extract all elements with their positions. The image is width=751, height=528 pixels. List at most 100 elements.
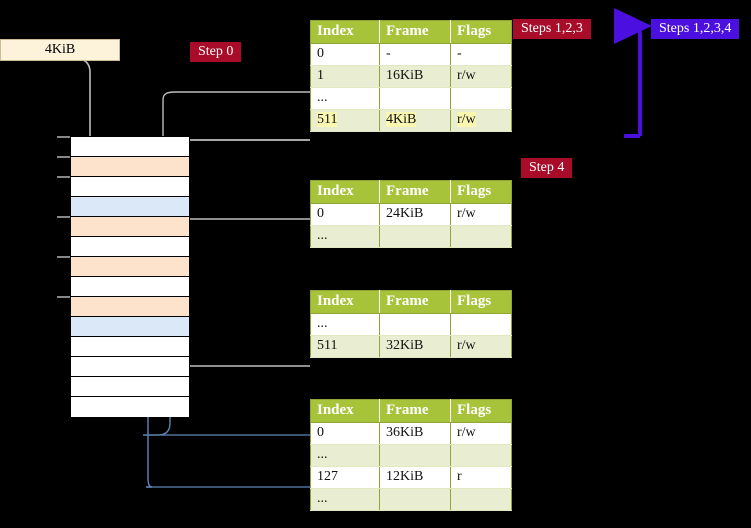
page-table-level-4: Index Frame Flags 0 - - 1 16KiB r/w ... bbox=[310, 20, 512, 132]
cell-flags bbox=[450, 444, 512, 467]
cell-index: 0 bbox=[310, 43, 380, 66]
cell-flags: r/w bbox=[450, 335, 512, 358]
cell-frame bbox=[379, 87, 451, 110]
table-header-row: Index Frame Flags bbox=[310, 399, 512, 423]
cell-frame: 32KiB bbox=[379, 335, 451, 358]
column-header-flags: Flags bbox=[450, 290, 512, 314]
memory-frame bbox=[71, 277, 189, 297]
memory-frame bbox=[71, 397, 189, 417]
cell-index: ... bbox=[310, 444, 380, 467]
cell-flags: r bbox=[450, 466, 512, 489]
column-header-frame: Frame bbox=[379, 290, 451, 314]
column-header-index: Index bbox=[310, 180, 380, 204]
cell-index: 511 bbox=[310, 109, 380, 132]
page-table-level-3: Index Frame Flags 0 24KiB r/w ... bbox=[310, 180, 512, 248]
cell-frame-text: 4KiB bbox=[386, 112, 417, 127]
wire-l3-to-memory bbox=[175, 218, 310, 264]
column-header-index: Index bbox=[310, 399, 380, 423]
cell-flags: r/w bbox=[450, 109, 512, 132]
cell-index: 0 bbox=[310, 422, 380, 445]
cell-frame: - bbox=[379, 43, 451, 66]
table-row: 0 - - bbox=[310, 43, 512, 66]
column-header-flags: Flags bbox=[450, 180, 512, 204]
memory-frame bbox=[71, 197, 189, 217]
cell-frame bbox=[379, 488, 451, 511]
memory-tick bbox=[57, 176, 70, 178]
table-row: 0 24KiB r/w bbox=[310, 203, 512, 226]
cell-index: 0 bbox=[310, 203, 380, 226]
cell-frame bbox=[379, 313, 451, 336]
cell-flags: r/w bbox=[450, 203, 512, 226]
column-header-frame: Frame bbox=[379, 180, 451, 204]
cell-flags: - bbox=[450, 43, 512, 66]
virtual-page-label: 4KiB bbox=[44, 42, 76, 57]
memory-frame bbox=[71, 337, 189, 357]
memory-frame bbox=[71, 137, 189, 157]
memory-frame bbox=[71, 357, 189, 377]
table-header-row: Index Frame Flags bbox=[310, 180, 512, 204]
cell-flags: r/w bbox=[450, 422, 512, 445]
column-header-index: Index bbox=[310, 290, 380, 314]
column-header-frame: Frame bbox=[379, 399, 451, 423]
table-row: 0 36KiB r/w bbox=[310, 422, 512, 445]
cell-frame bbox=[379, 444, 451, 467]
cell-frame bbox=[379, 225, 451, 248]
table-row: ... bbox=[310, 444, 512, 467]
table-row: ... bbox=[310, 87, 512, 110]
memory-tick bbox=[57, 296, 70, 298]
table-header-row: Index Frame Flags bbox=[310, 290, 512, 314]
cell-flags bbox=[450, 313, 512, 336]
badge-step-0: Step 0 bbox=[190, 42, 242, 62]
badge-step-4: Step 4 bbox=[521, 158, 573, 178]
cell-flags bbox=[450, 87, 512, 110]
column-header-flags: Flags bbox=[450, 20, 512, 44]
column-header-frame: Frame bbox=[379, 20, 451, 44]
cell-index: ... bbox=[310, 225, 380, 248]
virtual-page-box: 4KiB bbox=[0, 39, 120, 61]
cell-index: 1 bbox=[310, 65, 380, 88]
memory-frame bbox=[71, 177, 189, 197]
cell-flags bbox=[450, 225, 512, 248]
cell-index-text: 511 bbox=[317, 112, 338, 127]
cell-index: 127 bbox=[310, 466, 380, 489]
cell-index: ... bbox=[310, 313, 380, 336]
memory-frame bbox=[71, 237, 189, 257]
page-table-level-2: Index Frame Flags ... 511 32KiB r/w bbox=[310, 290, 512, 358]
page-table-level-1: Index Frame Flags 0 36KiB r/w ... 127 12… bbox=[310, 399, 512, 511]
cell-index: 511 bbox=[310, 335, 380, 358]
cell-index: ... bbox=[310, 488, 380, 511]
cell-frame: 16KiB bbox=[379, 65, 451, 88]
memory-frame bbox=[71, 157, 189, 177]
table-row: ... bbox=[310, 313, 512, 336]
memory-tick bbox=[57, 136, 70, 138]
memory-frame bbox=[71, 297, 189, 317]
table-row: ... bbox=[310, 488, 512, 511]
cell-frame: 36KiB bbox=[379, 422, 451, 445]
memory-frame bbox=[71, 377, 189, 397]
table-row: ... bbox=[310, 225, 512, 248]
cell-flags bbox=[450, 488, 512, 511]
table-row-highlighted: 511 4KiB r/w bbox=[310, 109, 512, 132]
memory-frame bbox=[71, 317, 189, 337]
table-row: 127 12KiB r bbox=[310, 466, 512, 489]
badge-steps-1234: Steps 1,2,3,4 bbox=[651, 19, 740, 39]
wire-step0 bbox=[61, 55, 103, 155]
cell-frame: 12KiB bbox=[379, 466, 451, 489]
memory-tick bbox=[57, 156, 70, 158]
cell-flags: r/w bbox=[450, 65, 512, 88]
badge-steps-123: Steps 1,2,3 bbox=[513, 19, 591, 39]
cell-index: ... bbox=[310, 87, 380, 110]
memory-tick bbox=[57, 256, 70, 258]
cell-frame: 4KiB bbox=[379, 109, 451, 132]
table-row: 1 16KiB r/w bbox=[310, 65, 512, 88]
column-header-flags: Flags bbox=[450, 399, 512, 423]
physical-memory-column bbox=[70, 136, 190, 417]
memory-tick bbox=[57, 216, 70, 218]
column-header-index: Index bbox=[310, 20, 380, 44]
cell-flags-text: r/w bbox=[457, 112, 476, 127]
table-row: 511 32KiB r/w bbox=[310, 335, 512, 358]
cell-frame: 24KiB bbox=[379, 203, 451, 226]
wire-steps-summary-arrow bbox=[614, 8, 652, 138]
memory-frame bbox=[71, 217, 189, 237]
